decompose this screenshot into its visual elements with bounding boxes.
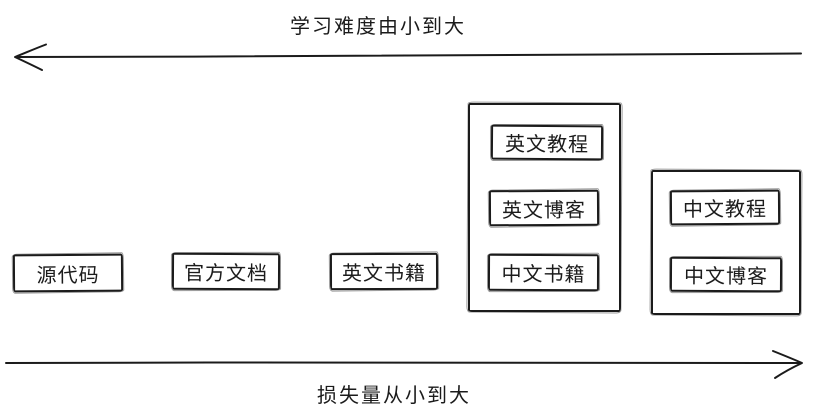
node-source-code: 源代码 xyxy=(12,253,124,293)
node-chinese-books-label: 中文书籍 xyxy=(501,263,586,287)
node-english-blogs: 英文博客 xyxy=(488,189,600,227)
node-official-docs-label: 官方文档 xyxy=(183,262,269,286)
node-chinese-tutorials: 中文教程 xyxy=(669,189,781,226)
loss-axis-label: 损失量从小到大 xyxy=(317,385,471,407)
node-chinese-blogs: 中文博客 xyxy=(669,256,783,293)
node-chinese-books: 中文书籍 xyxy=(487,253,600,292)
node-english-tutorials-label: 英文教程 xyxy=(504,133,590,157)
group-english-resources: 英文教程 英文博客 中文书籍 xyxy=(468,103,621,312)
node-official-docs: 官方文档 xyxy=(171,252,281,291)
node-chinese-blogs-label: 中文博客 xyxy=(683,265,769,289)
node-source-code-label: 源代码 xyxy=(36,264,100,287)
node-english-books-label: 英文书籍 xyxy=(341,262,427,286)
loss-axis-arrow-right-icon xyxy=(5,350,803,379)
node-english-blogs-label: 英文博客 xyxy=(501,199,587,222)
group-chinese-resources: 中文教程 中文博客 xyxy=(651,170,801,315)
difficulty-axis-arrow-left-icon xyxy=(14,43,802,71)
node-chinese-tutorials-label: 中文教程 xyxy=(682,198,768,222)
node-english-books: 英文书籍 xyxy=(329,252,439,291)
node-english-tutorials: 英文教程 xyxy=(490,124,604,161)
difficulty-axis-label: 学习难度由小到大 xyxy=(290,16,466,38)
